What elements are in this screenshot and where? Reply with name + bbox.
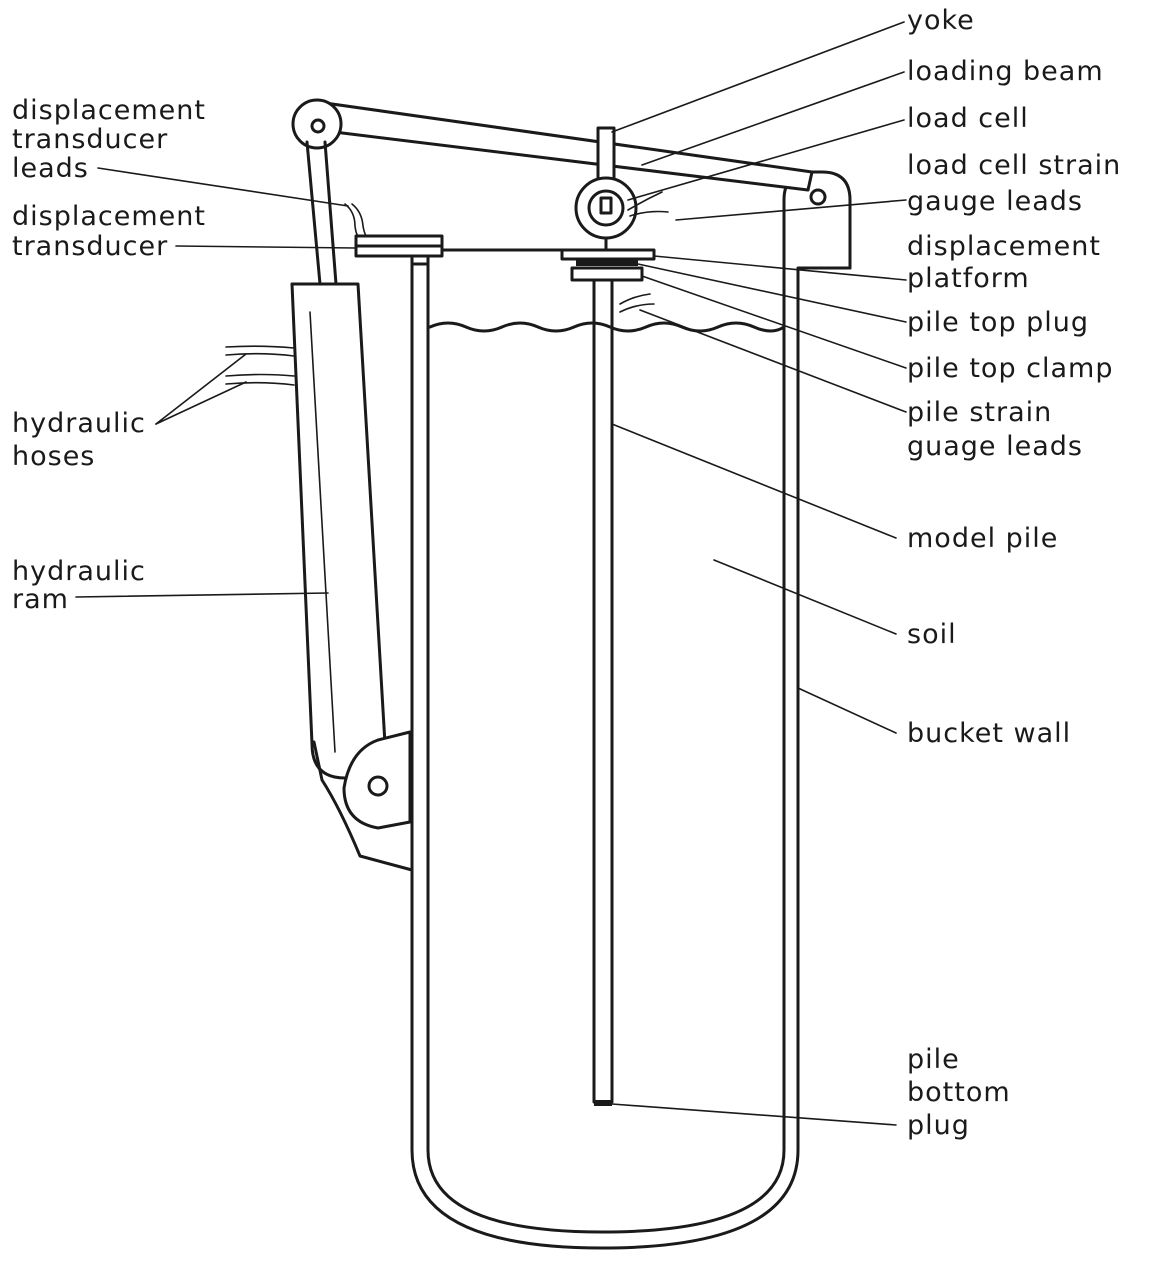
loading-beam-assembly <box>291 98 814 254</box>
label-displacement-platform-line1: displacement <box>907 231 1101 262</box>
yoke-pin <box>599 196 613 215</box>
label-yoke: yoke <box>907 5 975 36</box>
leader-hydraulic-hoses-upper <box>155 353 247 425</box>
displacement-transducer-assembly <box>344 203 564 266</box>
leader-hydraulic-hoses-lower <box>155 381 247 425</box>
displacement-platform <box>560 248 656 261</box>
leader-yoke <box>611 21 905 133</box>
label-pile-bottom-line1: pile <box>907 1044 960 1075</box>
beam-pivot <box>291 98 343 150</box>
leader-lines <box>75 21 907 1126</box>
ram-rod-left <box>305 140 322 286</box>
ram-bottom-pivot <box>342 730 412 830</box>
leader-hydraulic-ram <box>75 592 329 598</box>
bucket-inner-wall <box>426 198 786 1234</box>
soil-surface <box>428 321 786 333</box>
label-pile-strain-line2: guage leads <box>907 431 1083 462</box>
ram-bottom-bracket <box>312 740 414 872</box>
hydraulic-hoses <box>225 345 295 386</box>
ram-cylinder-inner <box>309 311 336 753</box>
label-hydraulic-ram-line1: hydraulic <box>12 556 146 587</box>
rim-pivot-hole <box>809 188 827 206</box>
leader-load-cell <box>627 119 905 201</box>
ram-rod-right <box>323 140 338 286</box>
label-pile-bottom-line3: plug <box>907 1110 970 1141</box>
ram-pivot-hole <box>367 775 389 797</box>
leader-soil <box>713 559 897 635</box>
beam-pivot-hole <box>310 118 326 134</box>
load-cell-leads <box>627 191 669 217</box>
transducer-leads <box>344 203 367 237</box>
leader-bucket-wall <box>797 687 897 734</box>
label-pile-top-plug: pile top plug <box>907 307 1089 338</box>
pile-top-assembly <box>560 248 656 313</box>
label-transducer-leads-line3: leads <box>12 153 89 184</box>
loading-beam <box>316 100 814 192</box>
right-labels: yoke loading beam load cell load cell st… <box>907 5 1121 1141</box>
model-pile <box>592 278 614 1106</box>
leader-transducer-leads <box>97 167 349 207</box>
label-transducer-leads-line1: displacement <box>12 95 206 126</box>
leader-load-cell-strain <box>675 199 907 221</box>
bucket <box>410 170 852 1250</box>
label-soil: soil <box>907 619 957 650</box>
label-bucket-wall: bucket wall <box>907 718 1071 749</box>
leader-model-pile <box>611 423 897 539</box>
label-hydraulic-hoses-line2: hoses <box>12 441 95 472</box>
hydraulic-ram-assembly <box>225 140 414 872</box>
hydraulic-ram-cylinder <box>290 282 387 780</box>
label-hydraulic-ram-line2: ram <box>12 584 69 615</box>
pile-top-clamp <box>570 266 644 282</box>
label-hydraulic-hoses-line1: hydraulic <box>12 408 146 439</box>
transducer-mount <box>410 254 430 266</box>
leader-displacement-transducer <box>175 245 357 249</box>
label-load-cell-strain-line2: gauge leads <box>907 186 1083 217</box>
leader-loading-beam <box>641 71 905 166</box>
leader-pile-strain-leads <box>639 309 907 413</box>
pile-strain-leads <box>619 293 655 313</box>
label-loading-beam: loading beam <box>907 56 1104 87</box>
bucket-outer-wall <box>410 260 852 1250</box>
label-transducer-line2: transducer <box>12 231 168 262</box>
label-model-pile: model pile <box>907 523 1058 554</box>
left-labels: displacement transducer leads displaceme… <box>12 95 206 615</box>
leader-displacement-platform <box>653 255 907 281</box>
label-pile-top-clamp: pile top clamp <box>907 353 1114 384</box>
label-transducer-leads-line2: transducer <box>12 124 168 155</box>
leader-pile-top-plug <box>637 263 907 323</box>
load-cell-inner <box>587 189 625 227</box>
label-transducer-line1: displacement <box>12 201 206 232</box>
leader-pile-top-clamp <box>641 275 907 369</box>
pile-bottom-plug <box>594 1100 612 1106</box>
label-pile-bottom-line2: bottom <box>907 1077 1011 1108</box>
leader-pile-bottom-plug <box>611 1103 897 1126</box>
label-pile-strain-line1: pile strain <box>907 397 1052 428</box>
pile-top-plug <box>576 260 638 266</box>
label-load-cell-strain-line1: load cell strain <box>907 150 1121 181</box>
label-load-cell: load cell <box>907 103 1029 134</box>
label-displacement-platform-line2: platform <box>907 263 1030 294</box>
